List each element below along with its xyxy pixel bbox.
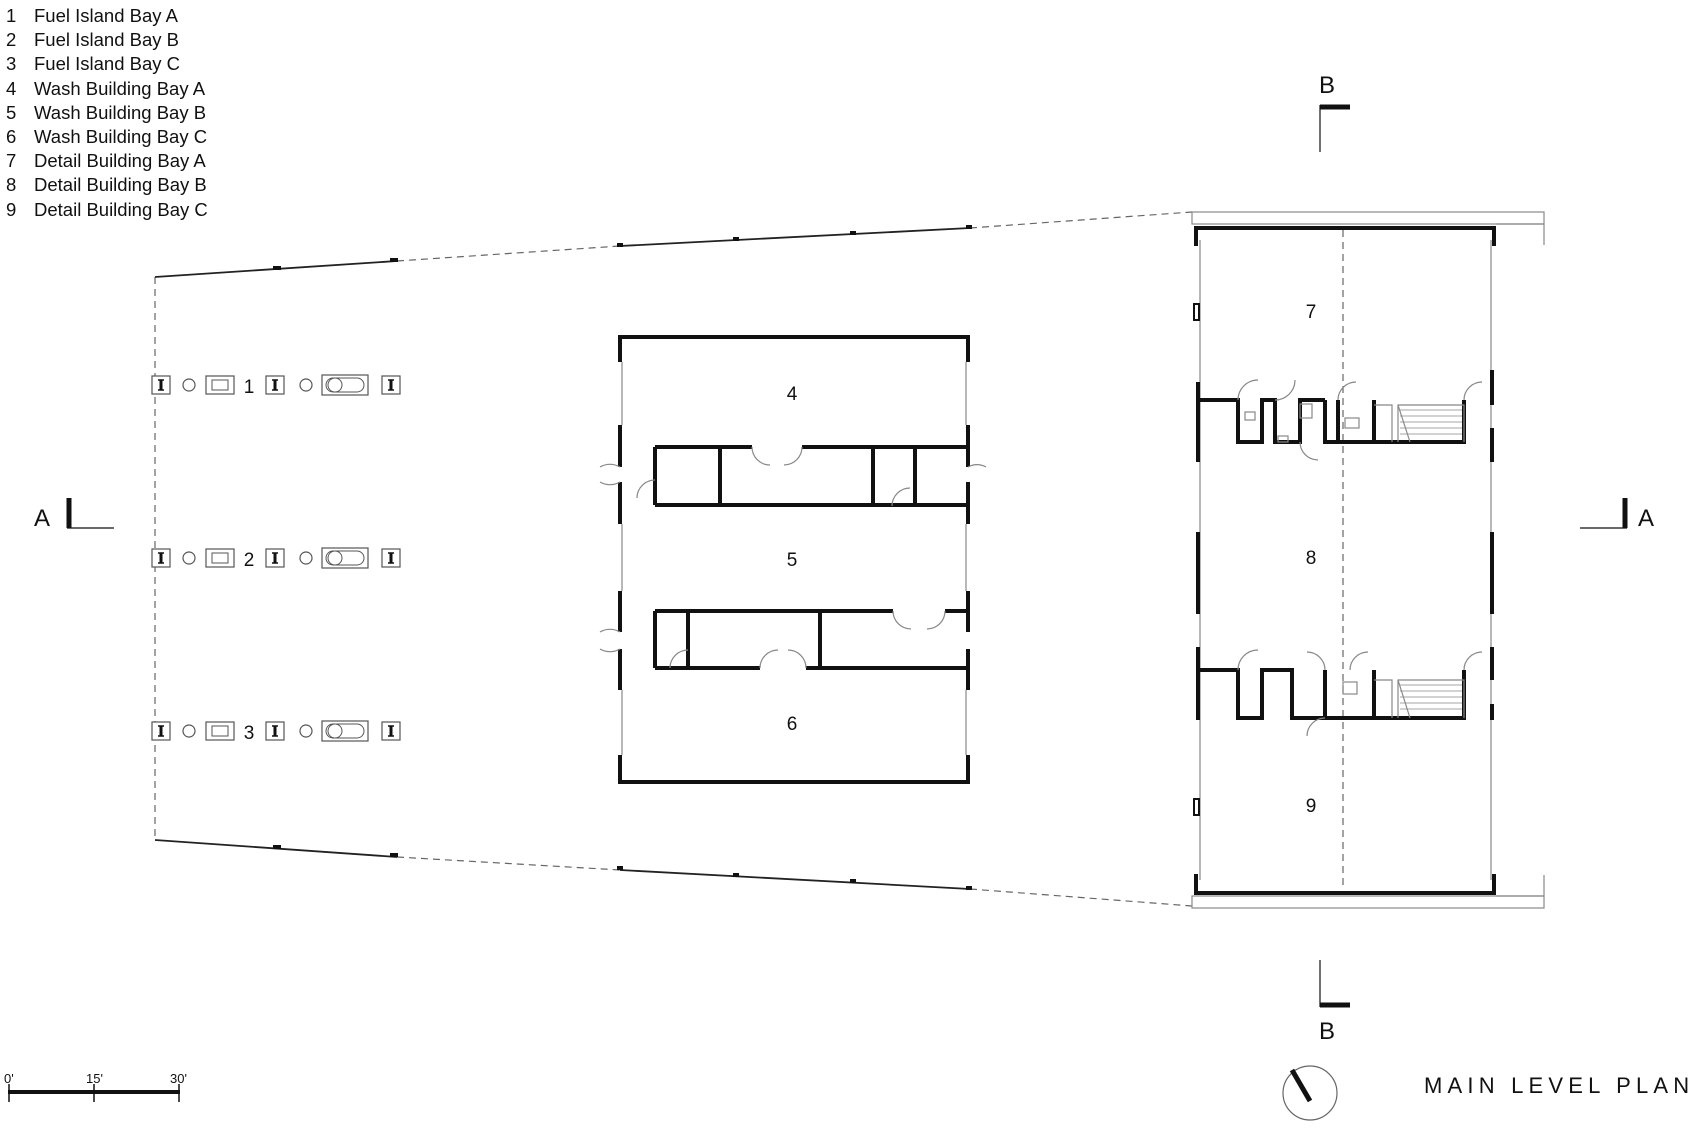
legend-item: 5 Wash Building Bay B xyxy=(6,101,208,125)
scale-label-0: 0' xyxy=(4,1071,14,1086)
legend: 1 Fuel Island Bay A 2 Fuel Island Bay B 3 Fue… xyxy=(6,4,208,222)
column-icon xyxy=(299,378,313,392)
fuel-pump-icon xyxy=(205,375,235,395)
legend-item: 7 Detail Building Bay A xyxy=(6,149,208,173)
bollard-icon xyxy=(265,548,285,568)
legend-item: 2 Fuel Island Bay B xyxy=(6,28,208,52)
column-icon xyxy=(182,724,196,738)
legend-item: 6 Wash Building Bay C xyxy=(6,125,208,149)
fuel-island-row xyxy=(151,720,401,742)
legend-item-number: 5 xyxy=(6,101,17,123)
legend-item-label: Fuel Island Bay B xyxy=(34,29,179,51)
scale-label-15: 15' xyxy=(86,1071,103,1086)
legend-item: 4 Wash Building Bay A xyxy=(6,77,208,101)
legend-item-label: Detail Building Bay B xyxy=(34,174,207,196)
legend-item: 9 Detail Building Bay C xyxy=(6,198,208,222)
bay-labels: 1 2 3 4 5 6 7 8 9 xyxy=(244,302,1317,817)
legend-item-label: Fuel Island Bay A xyxy=(34,5,178,26)
legend-item: 1 Fuel Island Bay A xyxy=(6,4,208,28)
column-icon xyxy=(299,724,313,738)
fuel-tank-icon xyxy=(321,374,369,396)
legend-item-number: 1 xyxy=(6,5,17,26)
canopy-outline xyxy=(154,211,1193,907)
legend-item-label: Fuel Island Bay C xyxy=(34,53,181,75)
fuel-pump-icon xyxy=(205,548,235,568)
wash-bay-number: 5 xyxy=(787,550,798,571)
section-markers xyxy=(66,104,1628,1008)
legend-item: 3 Fuel Island Bay C xyxy=(6,52,208,76)
bollard-icon xyxy=(381,548,401,568)
bollard-icon xyxy=(151,548,171,568)
bollard-icon xyxy=(265,375,285,395)
legend-item-number: 2 xyxy=(6,29,17,51)
scale-label-30: 30' xyxy=(170,1071,187,1086)
wash-building xyxy=(599,335,987,784)
legend-item-label: Wash Building Bay C xyxy=(34,126,208,148)
detail-bay-number: 9 xyxy=(1306,796,1317,817)
legend-item-label: Detail Building Bay C xyxy=(34,198,208,220)
detail-bay-number: 8 xyxy=(1306,548,1317,569)
canopy-ticks xyxy=(273,225,972,890)
legend-item-number: 4 xyxy=(6,77,17,99)
north-arrow-icon xyxy=(1282,1065,1338,1121)
fuel-tank-icon xyxy=(321,720,369,742)
column-icon xyxy=(182,551,196,565)
bollard-icon xyxy=(151,721,171,741)
fuel-bay-number: 1 xyxy=(244,377,255,398)
fuel-island-row xyxy=(151,547,401,569)
fuel-bay-number: 3 xyxy=(244,723,255,744)
wash-bay-number: 4 xyxy=(787,384,798,405)
legend-item-label: Wash Building Bay B xyxy=(34,101,207,123)
legend-item-number: 3 xyxy=(6,53,17,75)
fuel-bay-number: 2 xyxy=(244,550,255,571)
column-icon xyxy=(182,378,196,392)
section-b-bottom-label: B xyxy=(1319,1018,1336,1045)
bollard-icon xyxy=(381,375,401,395)
section-b-top-label: B xyxy=(1319,72,1336,99)
column-icon xyxy=(299,551,313,565)
fuel-tank-icon xyxy=(321,547,369,569)
detail-bay-number: 7 xyxy=(1306,302,1317,323)
legend-item-label: Detail Building Bay A xyxy=(34,150,206,172)
section-a-left-label: A xyxy=(34,505,51,532)
legend-item-label: Wash Building Bay A xyxy=(34,77,206,99)
fuel-islands xyxy=(151,374,401,742)
bollard-icon xyxy=(265,721,285,741)
legend-item-number: 6 xyxy=(6,126,17,148)
detail-building xyxy=(1191,211,1545,909)
bollard-icon xyxy=(381,721,401,741)
section-a-right-label: A xyxy=(1638,505,1655,532)
legend-item: 8 Detail Building Bay B xyxy=(6,173,208,197)
legend-item-number: 8 xyxy=(6,174,17,196)
plan-title: MAIN LEVEL PLAN xyxy=(1424,1073,1695,1098)
bollard-icon xyxy=(151,375,171,395)
legend-item-number: 9 xyxy=(6,198,17,220)
scale-bar xyxy=(8,1084,180,1102)
fuel-pump-icon xyxy=(205,721,235,741)
wash-bay-number: 6 xyxy=(787,714,798,735)
fuel-island-row xyxy=(151,374,401,396)
legend-item-number: 7 xyxy=(6,150,17,172)
